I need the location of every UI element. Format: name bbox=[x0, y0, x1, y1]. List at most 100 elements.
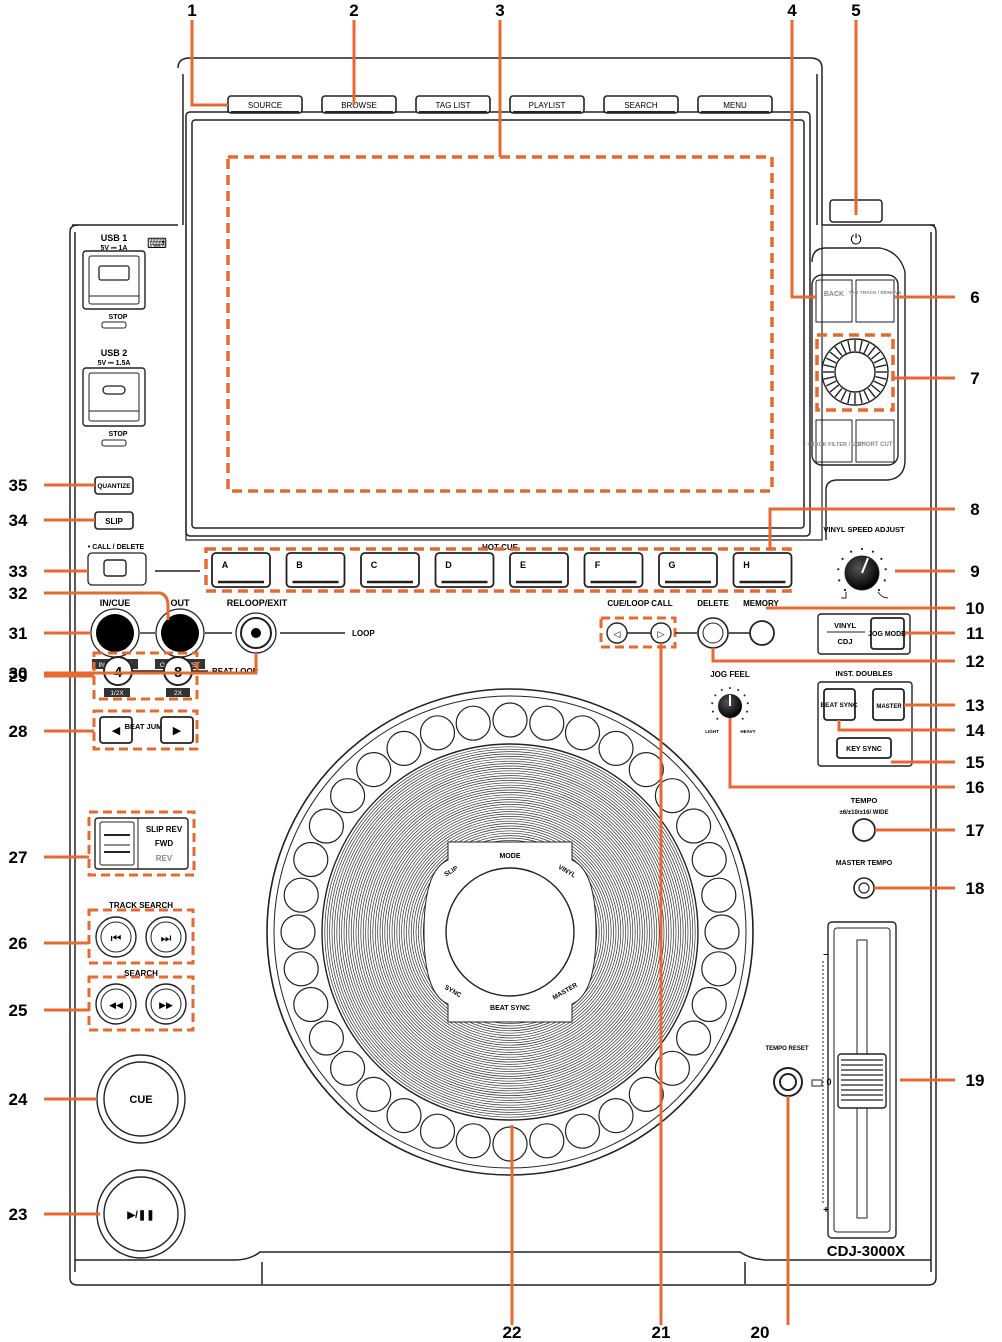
callout-number: 16 bbox=[966, 778, 985, 797]
call-button[interactable] bbox=[87, 552, 147, 586]
direction-lever-section: SLIP REV FWD REV bbox=[87, 810, 196, 877]
slip-label: SLIP bbox=[105, 517, 123, 526]
hot-cue-pad-2[interactable] bbox=[360, 552, 420, 588]
jog-wheel[interactable]: MODE SLIP VINYL SYNC BEAT SYNC MASTER bbox=[266, 688, 754, 1176]
back-button[interactable] bbox=[815, 279, 853, 323]
search-rew-button[interactable] bbox=[95, 983, 137, 1025]
jog-ring-light bbox=[280, 914, 316, 950]
jog-feel-label: JOG FEEL bbox=[710, 670, 750, 679]
hot-cue-pad-7[interactable] bbox=[732, 552, 793, 588]
usb2-stop-indicator bbox=[101, 439, 127, 447]
jog-mode-label: JOG MODE bbox=[868, 631, 906, 638]
beat-sync-label: BEAT SYNC bbox=[820, 702, 857, 709]
top-button-label: BROWSE bbox=[341, 101, 377, 110]
beat-jump-forward-button[interactable] bbox=[160, 716, 194, 744]
back-label: BACK bbox=[824, 291, 844, 298]
tempo-range-label: ±6/±10/±16/ WIDE bbox=[840, 810, 889, 816]
hot-cue-pad-0[interactable] bbox=[211, 552, 271, 588]
memory-button[interactable] bbox=[749, 620, 775, 646]
play-pause-label: ▶/❚❚ bbox=[126, 1210, 154, 1221]
hot-cue-pad-4[interactable] bbox=[509, 552, 569, 588]
callout-number: 22 bbox=[503, 1323, 522, 1342]
jog-mode-button[interactable] bbox=[870, 617, 905, 650]
callout-number: 28 bbox=[9, 722, 28, 741]
master-label: MASTER bbox=[876, 704, 902, 710]
jog-ring-light bbox=[701, 877, 737, 913]
jog-ring-light bbox=[529, 1123, 565, 1159]
usb2-port[interactable] bbox=[82, 367, 146, 427]
hot-cue-pad-5[interactable] bbox=[583, 552, 644, 588]
vinyl-label: VINYL bbox=[834, 621, 857, 630]
callout-number: 34 bbox=[9, 511, 28, 530]
power-icon[interactable]: ⏻ bbox=[850, 231, 861, 247]
callout-number: 33 bbox=[9, 562, 28, 581]
callout-number: 8 bbox=[970, 500, 979, 519]
callout-number: 30 bbox=[9, 664, 28, 683]
tempo-range-button[interactable] bbox=[852, 818, 876, 842]
call-delete-label: • CALL / DELETE bbox=[88, 544, 145, 551]
hot-cue-pad-1[interactable] bbox=[285, 552, 346, 588]
key-sync-button[interactable] bbox=[836, 737, 892, 759]
usb1-title: USB 1 bbox=[101, 233, 128, 243]
heavy-label: HEAVY bbox=[740, 729, 755, 734]
short-cut-button[interactable] bbox=[855, 419, 895, 463]
search-section: TRACK SEARCH ⏮ ⏭ SEARCH ◀◀ ▶▶ bbox=[87, 901, 195, 1032]
callout-number: 14 bbox=[966, 721, 985, 740]
callout-number: 26 bbox=[9, 934, 28, 953]
search-ff-button[interactable] bbox=[145, 983, 187, 1025]
jog-ring-light bbox=[701, 951, 737, 987]
hot-cue-pad-6[interactable] bbox=[658, 552, 718, 588]
top-button-label: TAG LIST bbox=[436, 101, 471, 110]
master-tempo-button[interactable] bbox=[853, 877, 875, 899]
tag-track-button[interactable] bbox=[855, 279, 895, 323]
rev-label: REV bbox=[156, 854, 173, 863]
callout-number: 1 bbox=[187, 1, 196, 20]
callout-number: 25 bbox=[9, 1001, 28, 1020]
beat-jump-left-arrow: ◀ bbox=[112, 725, 121, 737]
in-cue-label: IN/CUE bbox=[100, 598, 131, 608]
track-search-prev-button[interactable] bbox=[95, 916, 137, 958]
callout-number: 11 bbox=[966, 624, 984, 643]
jog-ring-light bbox=[386, 730, 422, 767]
top-button-label: MENU bbox=[723, 101, 747, 110]
callout-lines bbox=[44, 20, 955, 1325]
tempo-label: TEMPO bbox=[851, 796, 878, 805]
loop-label: LOOP bbox=[352, 629, 375, 638]
jog-ring-light bbox=[293, 986, 329, 1023]
fader-plus: + bbox=[823, 1205, 829, 1216]
cue-loop-call-label: CUE/LOOP CALL bbox=[607, 599, 672, 608]
reloop-label: RELOOP/EXIT bbox=[227, 598, 288, 608]
tempo-reset-label: TEMPO RESET bbox=[765, 1046, 808, 1052]
direction-lever[interactable] bbox=[99, 821, 135, 866]
half-x-label: 1/2X bbox=[110, 690, 124, 697]
callout-number: 9 bbox=[970, 562, 979, 581]
track-search-next-button[interactable] bbox=[145, 916, 187, 958]
usb1-port[interactable] bbox=[82, 250, 146, 310]
transport-section: CUE ▶/❚❚ bbox=[96, 1054, 186, 1259]
callout-number: 3 bbox=[495, 1, 504, 20]
tag-track-label: TAG TRACK / REMOVE bbox=[849, 290, 902, 296]
callout-number: 27 bbox=[9, 848, 28, 867]
jog-ring-light bbox=[628, 1076, 664, 1113]
callout-number: 5 bbox=[851, 1, 860, 20]
beat-jump-back-button[interactable] bbox=[99, 716, 133, 744]
fader-minus: – bbox=[823, 949, 829, 960]
hot-cue-pad-3[interactable] bbox=[434, 552, 495, 588]
loop-section: IN/CUE OUT RELOOP/EXIT LOOP IN ADJUST OU… bbox=[90, 598, 375, 669]
jog-ring-light bbox=[675, 1020, 712, 1056]
fwd-label: FWD bbox=[155, 839, 173, 848]
usb1-spec: 5V ⎓ 1A bbox=[101, 245, 128, 252]
cdj-label: CDJ bbox=[837, 637, 852, 646]
jog-ring-light bbox=[492, 702, 528, 738]
tempo-reset-button[interactable] bbox=[773, 1067, 803, 1097]
call-prev-icon: ◁ bbox=[614, 629, 621, 639]
top-button-label: PLAYLIST bbox=[529, 101, 566, 110]
track-filter-button[interactable] bbox=[815, 419, 853, 463]
jog-ring-light bbox=[356, 1076, 392, 1113]
callout-number: 13 bbox=[966, 696, 985, 715]
fader-zero: 0 bbox=[826, 1077, 831, 1087]
jog-ring-light bbox=[704, 914, 740, 950]
jog-ring-light bbox=[455, 705, 491, 741]
search-label: SEARCH bbox=[124, 969, 158, 978]
